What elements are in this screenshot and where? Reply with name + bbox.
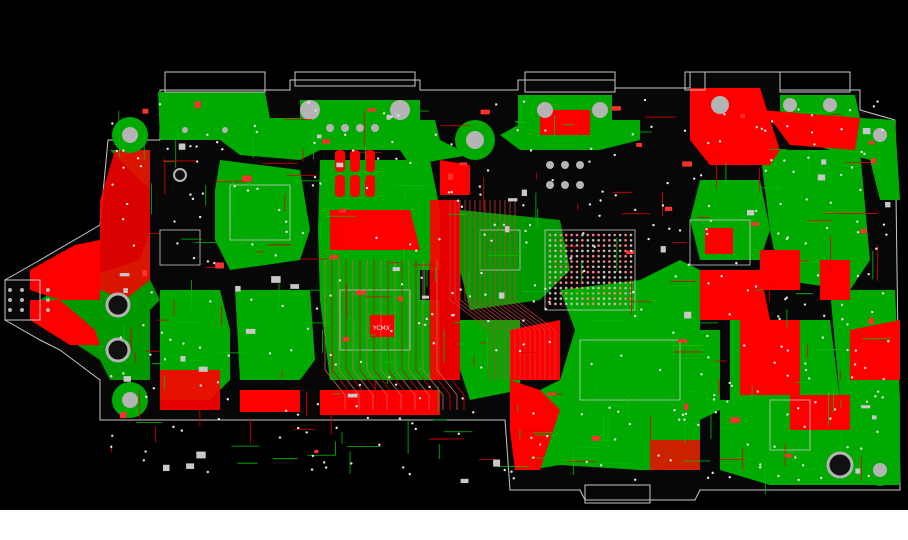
pcb-canvas: YCMX [4, 71, 901, 504]
connector-outlines [4, 71, 851, 504]
ic-marking-label: YCMX [372, 325, 390, 332]
vias [110, 98, 891, 484]
top-copper-pours [30, 88, 900, 470]
pin-headers [8, 124, 584, 312]
footer-strip [0, 510, 908, 540]
mounting-holes [105, 96, 896, 486]
signal-traces [111, 110, 891, 495]
